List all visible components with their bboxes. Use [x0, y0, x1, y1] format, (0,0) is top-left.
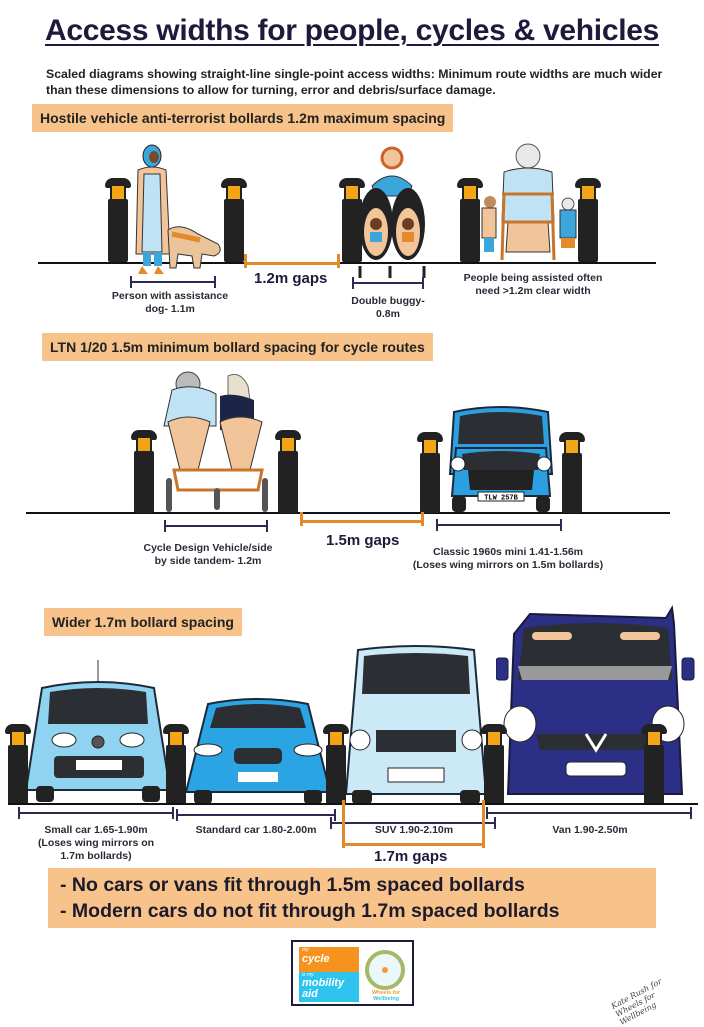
artist-signature: Kate Rush for Wheels for Wellbeing: [609, 976, 664, 1027]
van-icon: [496, 605, 695, 795]
dimension-line: [436, 519, 562, 531]
dimension-line: [486, 807, 692, 819]
item-label: Standard car 1.80-2.00m: [195, 824, 317, 836]
dimension-line: [164, 520, 268, 532]
item-label: SUV 1.90-2.10m: [374, 824, 454, 836]
ground-line: [38, 262, 656, 264]
gap-marker: [482, 800, 485, 848]
logo-wheels-text: Wheels for Wellbeing: [371, 990, 401, 1002]
page-title: Access widths for people, cycles & vehic…: [44, 14, 660, 47]
logo-cycle-block: my cycle: [299, 947, 359, 972]
summary-box: - No cars or vans fit through 1.5m space…: [48, 868, 656, 928]
double-buggy-icon: [358, 146, 426, 278]
ground-line: [8, 803, 698, 805]
gap-label: 1.5m gaps: [326, 532, 400, 549]
section-2-heading: LTN 1/20 1.5m minimum bollard spacing fo…: [42, 333, 433, 361]
item-label: Van 1.90-2.50m: [552, 824, 628, 836]
section-3-heading: Wider 1.7m bollard spacing: [44, 608, 242, 636]
wheel-icon: [365, 950, 405, 990]
subtitle: Scaled diagrams showing straight-line si…: [46, 67, 663, 97]
dimension-line: [352, 277, 424, 289]
gap-label: 1.7m gaps: [374, 848, 448, 865]
classic-mini-icon: TLW 257B: [448, 406, 554, 512]
gap-line: [300, 512, 424, 526]
item-label: Classic 1960s mini 1.41-1.56m (Loses win…: [412, 546, 604, 571]
person-with-guide-dog-icon: [135, 144, 221, 274]
item-label: Cycle Design Vehicle/side by side tandem…: [143, 542, 273, 567]
small-car-icon: [24, 660, 172, 802]
item-label: Double buggy- 0.8m: [351, 295, 425, 320]
section-2-diagram: TLW 257B 1.5m gaps Cycle Design Vehicle/…: [26, 371, 670, 571]
person-with-walker-icon: [481, 143, 577, 261]
wheels-for-wellbeing-logo: my cycle is my mobility aid Wheels for W…: [291, 940, 414, 1006]
gap-marker: [342, 800, 345, 848]
section-3-diagram: 1.7m gaps Small car 1.65-1.90m (Loses wi…: [5, 605, 698, 865]
item-label: Person with assistance dog- 1.1m: [111, 290, 229, 315]
item-label: People being assisted often need >1.2m c…: [463, 272, 603, 297]
summary-line: - No cars or vans fit through 1.5m space…: [60, 874, 525, 896]
summary-line: - Modern cars do not fit through 1.7m sp…: [60, 900, 560, 922]
section-1-heading: Hostile vehicle anti-terrorist bollards …: [32, 104, 454, 132]
gap-line: [244, 254, 340, 268]
logo-mobility-block: is my mobility aid: [299, 972, 359, 1002]
item-label: Small car 1.65-1.90m (Loses wing mirrors…: [37, 824, 155, 862]
dimension-line: [18, 807, 174, 819]
gap-label: 1.2m gaps: [254, 270, 328, 287]
dimension-line: [176, 809, 336, 821]
dimension-line: [330, 817, 496, 829]
side-by-side-tandem-icon: [163, 371, 268, 512]
standard-car-icon: [184, 698, 332, 804]
dimension-line: [130, 276, 216, 288]
svg-text:TLW 257B: TLW 257B: [484, 495, 518, 503]
ground-line: [26, 512, 670, 514]
section-1-diagram: 1.2m gaps Person with assistance dog- 1.…: [0, 0, 704, 330]
suv-icon: [344, 645, 488, 804]
gap-line: [342, 843, 485, 846]
